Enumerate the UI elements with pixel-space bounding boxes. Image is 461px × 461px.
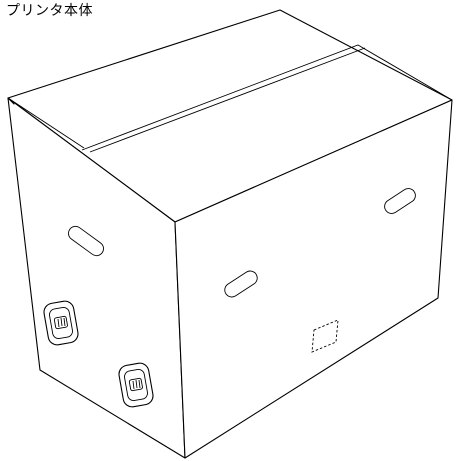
tape-flap-seam: [7, 97, 85, 149]
dashed-label-area: [311, 319, 339, 353]
hand-hole-left-face: [68, 225, 104, 257]
handle-insert-lower: [118, 362, 154, 408]
hand-holes: [68, 188, 416, 298]
figure-caption: プリンタ本体: [6, 3, 93, 19]
top-tape: [7, 44, 453, 153]
hand-hole-right-face-lower: [224, 270, 258, 298]
hand-hole-right-face-upper: [384, 188, 416, 214]
tape-edge-front: [81, 44, 453, 151]
handle-inserts: [43, 300, 154, 408]
box-right-face: [174, 99, 453, 459]
tape-edge-inner: [89, 47, 366, 153]
handle-insert-upper: [43, 300, 79, 346]
box-outline: [7, 9, 453, 459]
